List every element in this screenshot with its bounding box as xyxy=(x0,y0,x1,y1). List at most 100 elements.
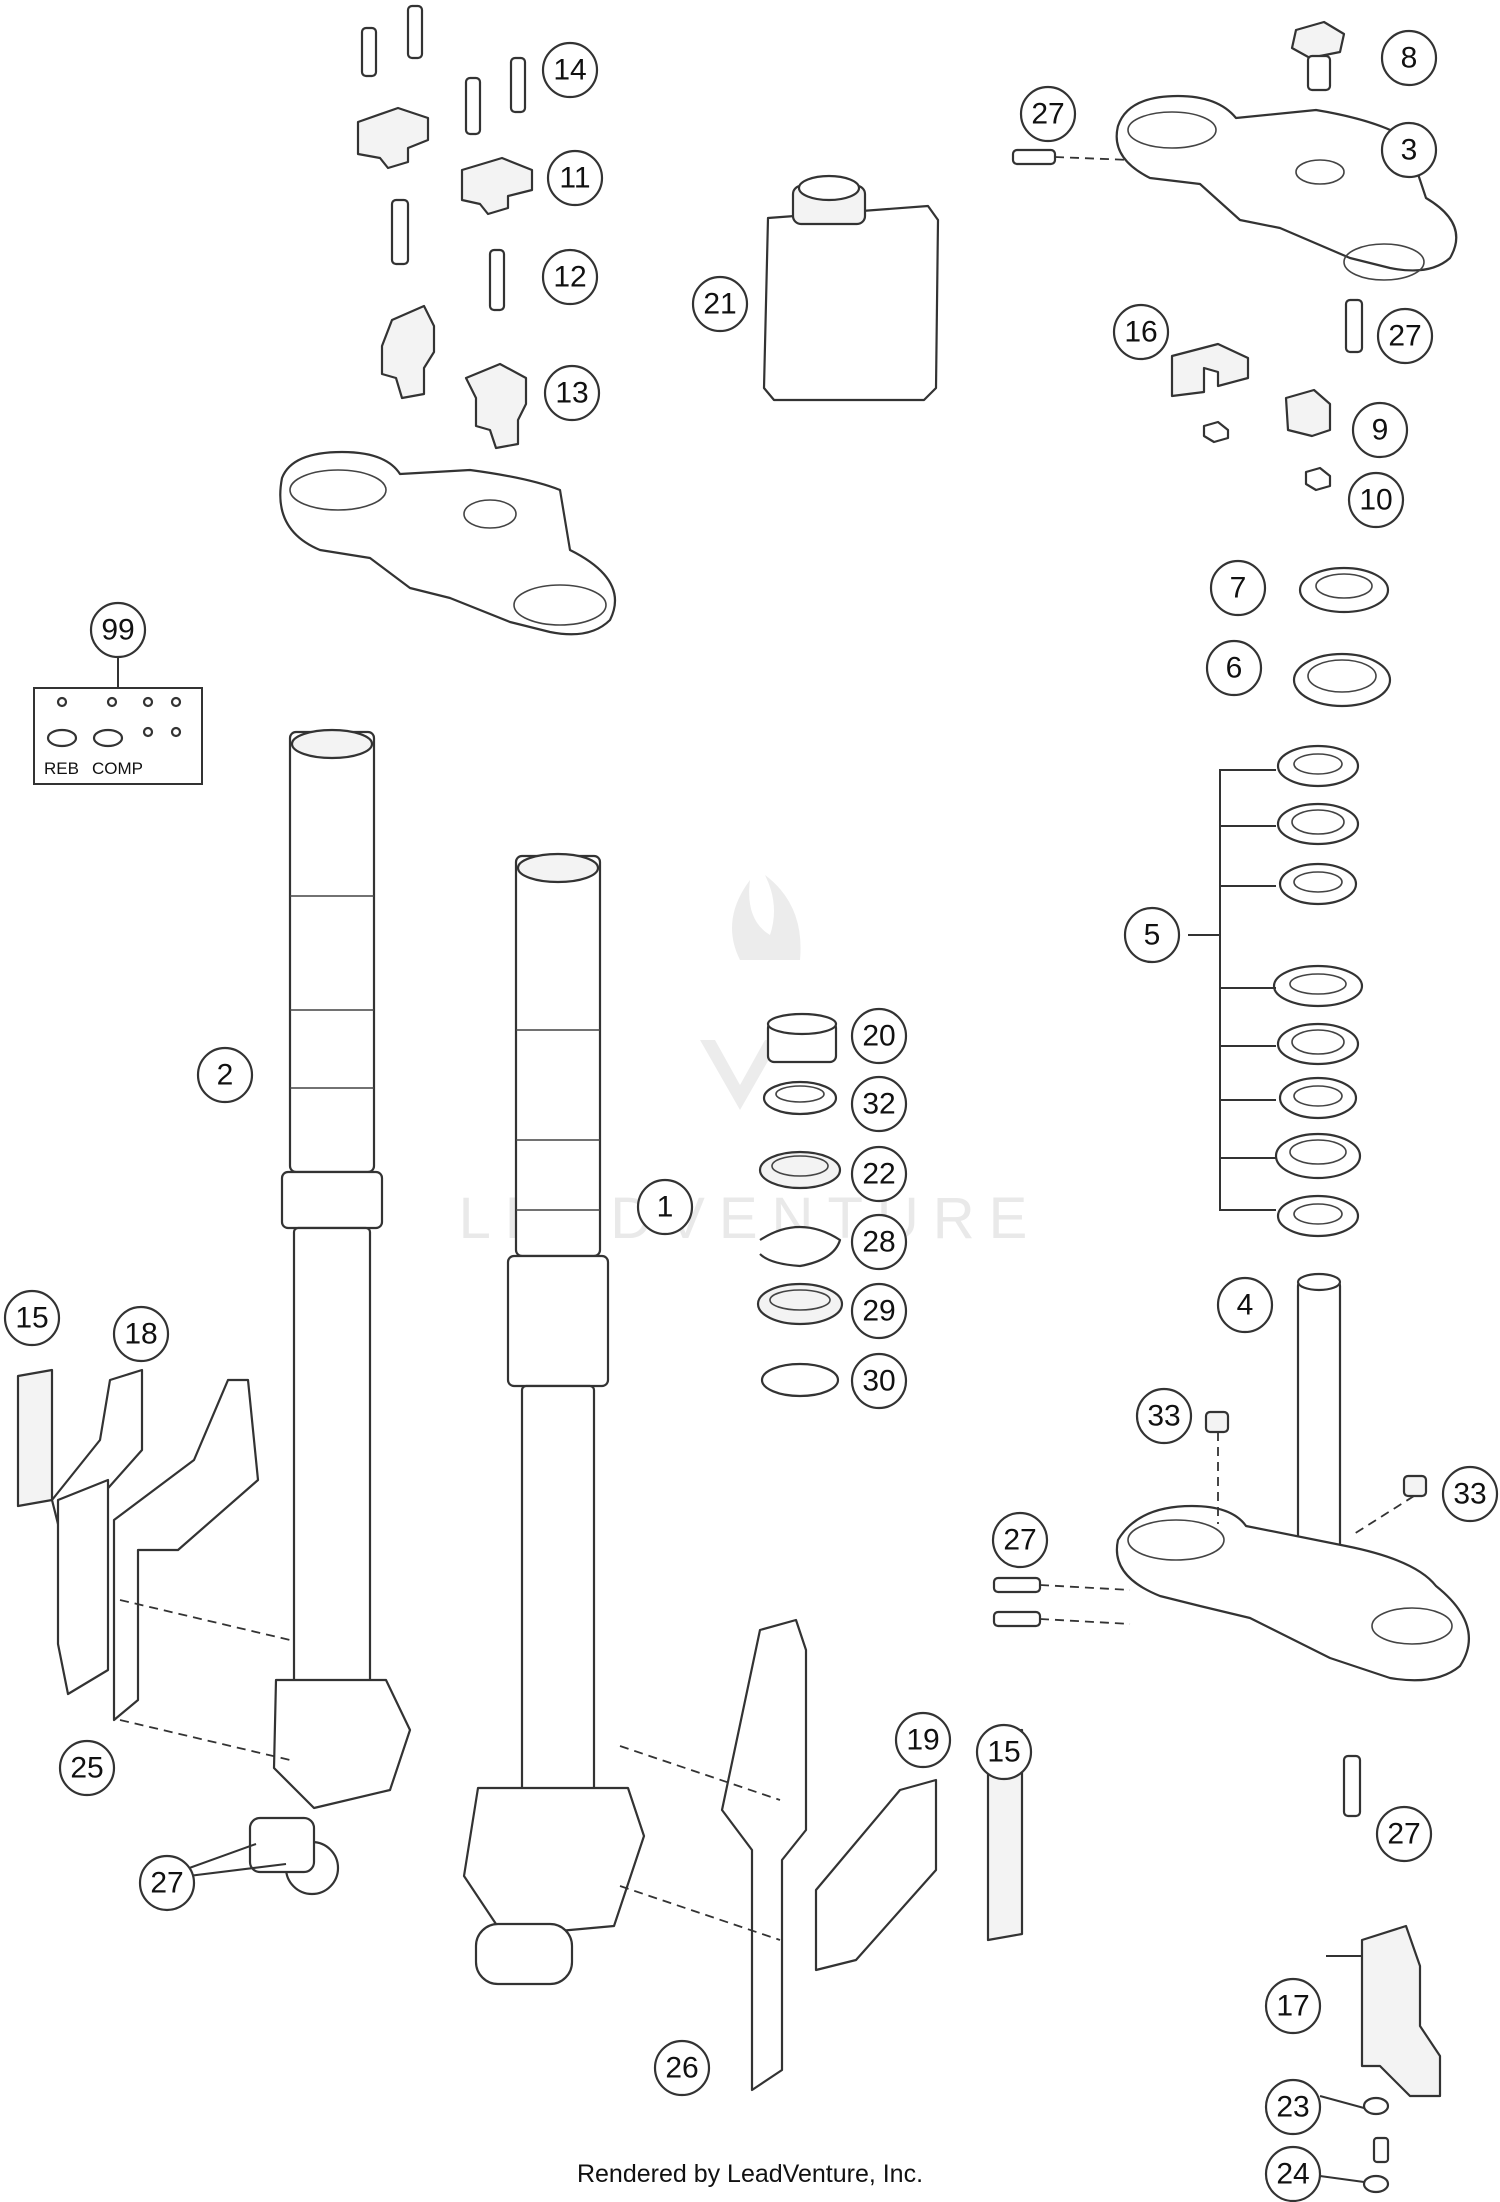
callout-10: 10 xyxy=(1347,471,1405,529)
svg-text:6: 6 xyxy=(1226,652,1243,685)
callout-33-a: 33 xyxy=(1135,1387,1193,1445)
callout-27-e: 27 xyxy=(138,1854,196,1912)
svg-text:27: 27 xyxy=(1003,1524,1036,1557)
svg-text:10: 10 xyxy=(1359,484,1392,517)
callout-3: 3 xyxy=(1380,121,1438,179)
callout-2: 2 xyxy=(196,1046,254,1104)
callout-32: 32 xyxy=(850,1075,908,1133)
svg-text:27: 27 xyxy=(1388,320,1421,353)
handlebar-clamp-lower xyxy=(380,304,528,450)
callouts: 1 2 3 4 5 6 7 8 9 10 11 12 13 14 15 15 1… xyxy=(3,29,1499,2202)
svg-text:23: 23 xyxy=(1276,2091,1309,2124)
callout-6: 6 xyxy=(1205,639,1263,697)
adjuster-kit-box: REB COMP xyxy=(33,687,203,785)
svg-text:11: 11 xyxy=(559,162,590,195)
svg-text:28: 28 xyxy=(862,1226,895,1259)
callout-27-d: 27 xyxy=(1375,1805,1433,1863)
bracket-17 xyxy=(1360,1924,1442,2098)
fork-guard-right-19-26 xyxy=(619,1618,1024,2092)
callout-5: 5 xyxy=(1123,906,1181,964)
handlebar-clamp-bolts xyxy=(360,4,527,312)
dust-seal-7 xyxy=(1298,566,1390,614)
svg-text:33: 33 xyxy=(1453,1478,1486,1511)
callout-14: 14 xyxy=(541,41,599,99)
svg-text:3: 3 xyxy=(1401,134,1418,167)
svg-text:15: 15 xyxy=(15,1302,48,1335)
svg-text:17: 17 xyxy=(1276,1990,1309,2023)
callout-19: 19 xyxy=(894,1711,952,1769)
callout-21: 21 xyxy=(691,275,749,333)
callout-17: 17 xyxy=(1264,1977,1322,2035)
svg-text:15: 15 xyxy=(987,1736,1020,1769)
svg-text:27: 27 xyxy=(1387,1818,1420,1851)
clip-16-9-10 xyxy=(1170,342,1332,492)
steering-bearing-set-5 xyxy=(1188,744,1364,1238)
callout-4: 4 xyxy=(1216,1276,1274,1334)
callout-13: 13 xyxy=(543,364,601,422)
kit-label-comp: COMP xyxy=(92,759,143,778)
svg-text:7: 7 xyxy=(1230,572,1247,605)
washers-23-24 xyxy=(1362,2096,1390,2194)
callout-16: 16 xyxy=(1112,303,1170,361)
fork-leg-right xyxy=(462,852,646,1986)
callout-11: 11 xyxy=(546,149,604,207)
callout-18: 18 xyxy=(112,1305,170,1363)
svg-text:16: 16 xyxy=(1124,316,1157,349)
svg-text:19: 19 xyxy=(906,1724,939,1757)
callout-28: 28 xyxy=(850,1213,908,1271)
footer-credit: Rendered by LeadVenture, Inc. xyxy=(576,2160,924,2188)
callout-22: 22 xyxy=(850,1145,908,1203)
seal-ring-6 xyxy=(1292,652,1392,708)
callout-33-b: 33 xyxy=(1441,1465,1499,1523)
lower-triple-clamp xyxy=(992,1272,1470,1818)
svg-text:1: 1 xyxy=(657,1191,674,1224)
svg-text:30: 30 xyxy=(862,1365,895,1398)
callout-20: 20 xyxy=(850,1007,908,1065)
callout-27-c: 27 xyxy=(991,1511,1049,1569)
svg-text:33: 33 xyxy=(1147,1400,1180,1433)
fork-leg-left xyxy=(248,728,412,1896)
callout-29: 29 xyxy=(850,1282,908,1340)
callout-24: 24 xyxy=(1264,2145,1322,2202)
svg-text:4: 4 xyxy=(1237,1289,1254,1322)
svg-text:5: 5 xyxy=(1144,919,1161,952)
callout-15-left: 15 xyxy=(3,1289,61,1347)
svg-text:2: 2 xyxy=(217,1059,234,1092)
svg-text:27: 27 xyxy=(150,1867,183,1900)
svg-text:9: 9 xyxy=(1372,414,1389,447)
upper-triple-clamp-ghost xyxy=(279,450,617,636)
callout-15-right: 15 xyxy=(975,1723,1033,1781)
fork-seal-column xyxy=(756,1012,844,1398)
svg-text:21: 21 xyxy=(703,288,736,321)
svg-text:13: 13 xyxy=(555,377,588,410)
fork-guard-left-18-25 xyxy=(16,1368,291,1761)
svg-text:14: 14 xyxy=(553,54,586,87)
svg-text:27: 27 xyxy=(1031,98,1064,131)
callout-27-b: 27 xyxy=(1376,307,1434,365)
svg-text:22: 22 xyxy=(862,1158,895,1191)
svg-text:32: 32 xyxy=(862,1088,895,1121)
callout-23: 23 xyxy=(1264,2078,1322,2136)
fork-oil-bottle xyxy=(762,174,940,402)
svg-text:26: 26 xyxy=(665,2052,698,2085)
svg-text:24: 24 xyxy=(1276,2158,1309,2191)
svg-text:20: 20 xyxy=(862,1020,895,1053)
svg-text:29: 29 xyxy=(862,1295,895,1328)
callout-26: 26 xyxy=(653,2039,711,2097)
svg-text:99: 99 xyxy=(101,614,134,647)
steering-stem-nut xyxy=(1290,20,1346,92)
callout-9: 9 xyxy=(1351,401,1409,459)
callout-12: 12 xyxy=(541,248,599,306)
callout-30: 30 xyxy=(850,1352,908,1410)
svg-text:25: 25 xyxy=(70,1752,103,1785)
callout-99: 99 xyxy=(89,601,147,659)
kit-label-reb: REB xyxy=(44,759,79,778)
upper-triple-clamp xyxy=(1011,94,1458,354)
callout-7: 7 xyxy=(1209,559,1267,617)
svg-text:12: 12 xyxy=(553,261,586,294)
callout-25: 25 xyxy=(58,1739,116,1797)
svg-text:18: 18 xyxy=(124,1318,157,1351)
callout-27-a: 27 xyxy=(1019,85,1077,143)
callout-1: 1 xyxy=(636,1178,694,1236)
